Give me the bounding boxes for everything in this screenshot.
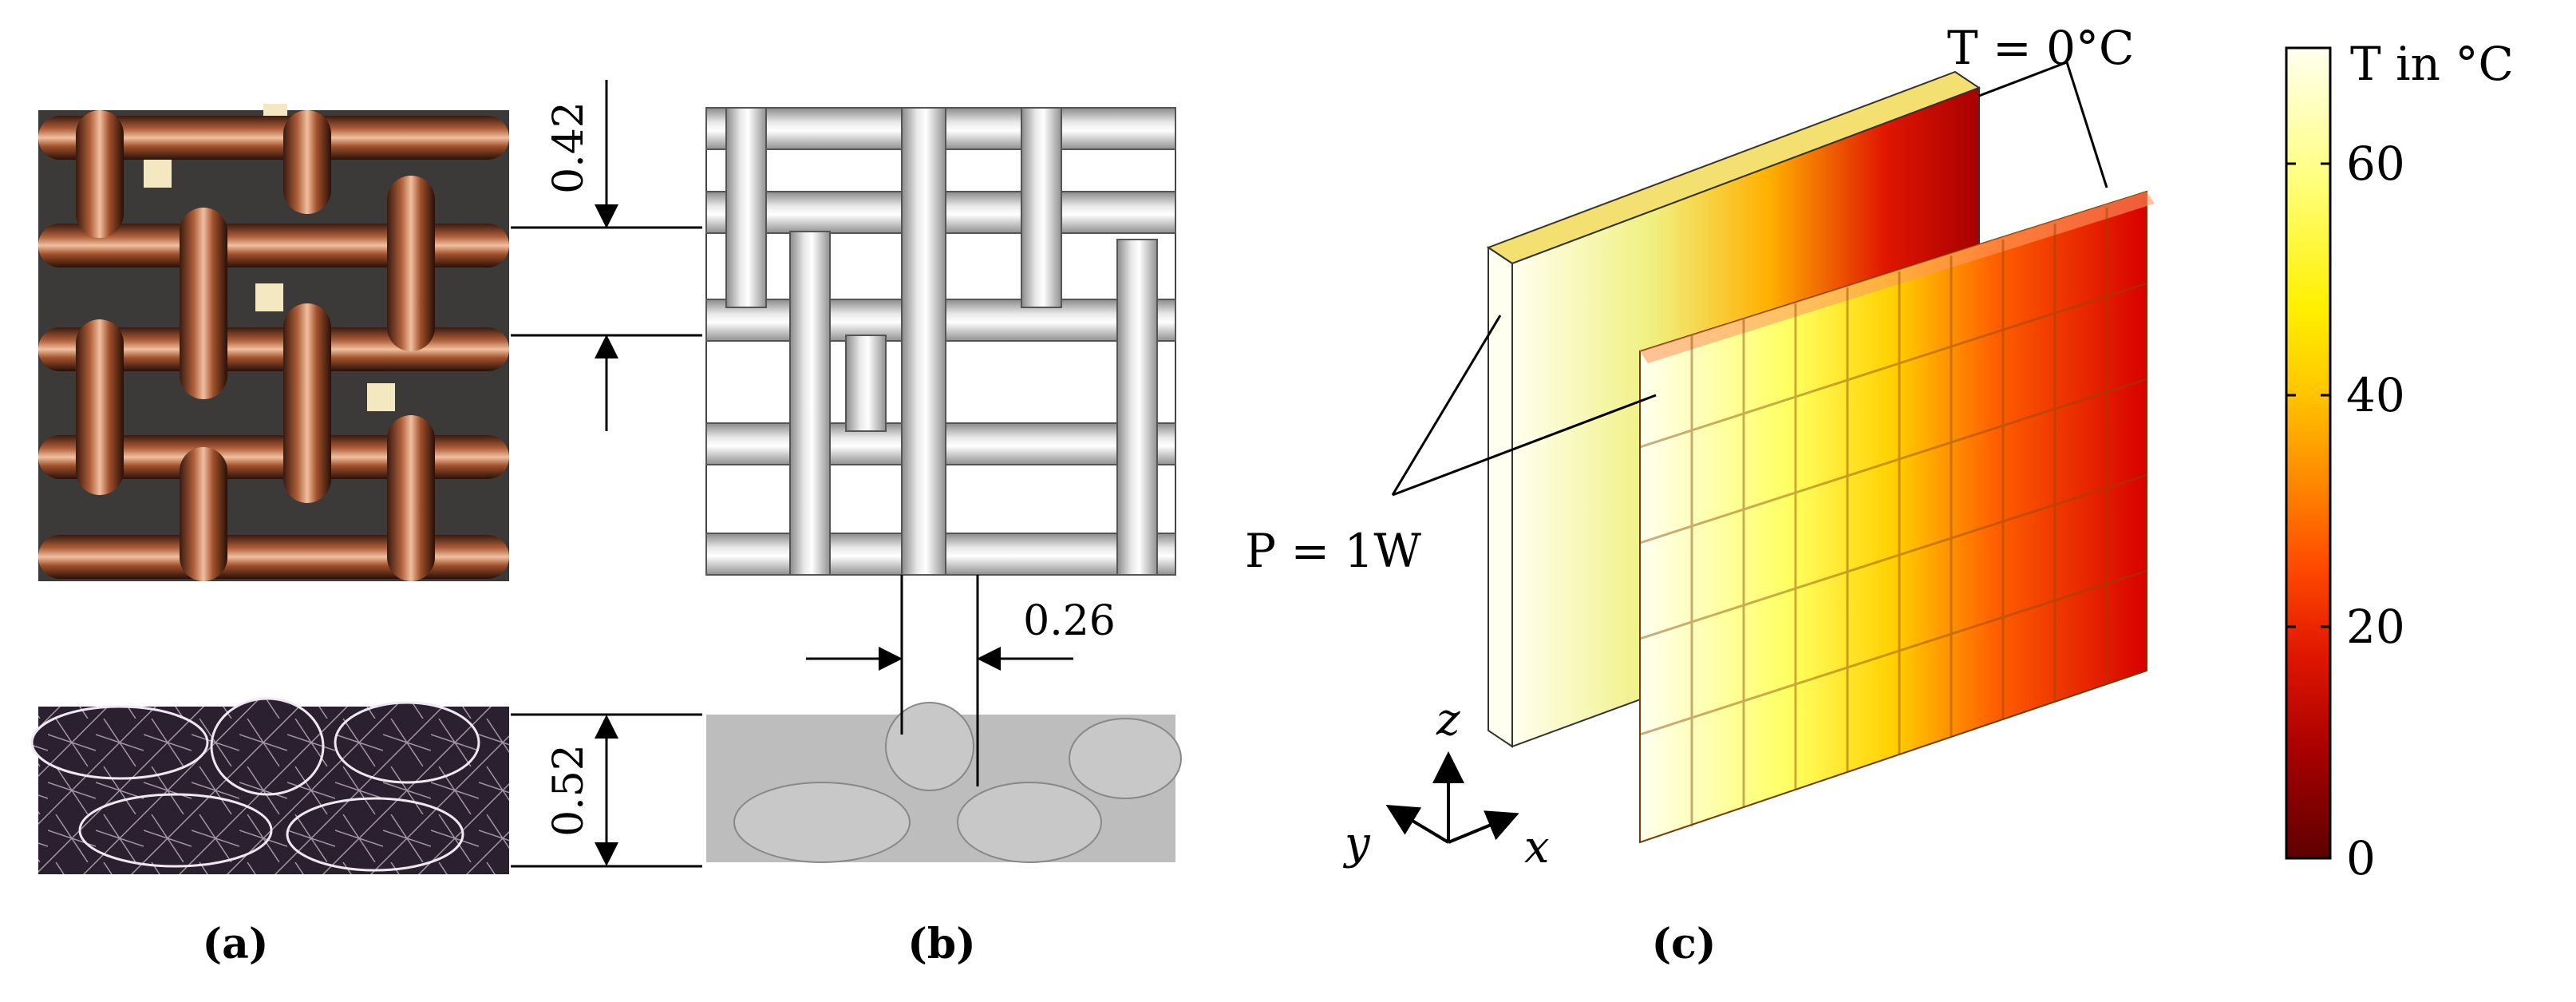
dimension-lines	[511, 80, 1073, 868]
power-label: P = 1W	[1245, 524, 1421, 578]
photo-mesh-top	[38, 104, 509, 581]
dim-thickness-label: 0.52	[545, 744, 593, 837]
annotation-leaders	[1391, 61, 2108, 497]
colorbar-title: T in °C	[2350, 37, 2514, 91]
dim-diameter-label: 0.26	[1023, 597, 1116, 645]
panel-b-label: (b)	[907, 920, 976, 968]
axis-triad	[1385, 751, 1519, 844]
panel-c-label: (c)	[1652, 920, 1717, 968]
model-mesh-top	[705, 107, 1176, 576]
axis-z-label: z	[1436, 694, 1460, 746]
colorbar-tick-label: 20	[2346, 600, 2405, 654]
model-mesh-cross-section	[706, 702, 1182, 863]
photo-mesh-cross-section	[30, 697, 509, 874]
temperature-bc-label: T = 0°C	[1947, 21, 2134, 75]
panel-a-label: (a)	[203, 920, 269, 968]
axis-y-label: y	[1342, 818, 1371, 869]
colorbar-tick-label: 0	[2346, 831, 2376, 885]
mesh-model-3d	[1639, 190, 2155, 844]
colorbar-tick-label: 40	[2346, 368, 2405, 422]
colorbar-tick-label: 60	[2346, 137, 2405, 191]
colorbar: 60 40 20 0	[2285, 46, 2405, 885]
dim-spacing-label: 0.42	[545, 101, 593, 194]
axis-x-label: x	[1524, 822, 1550, 873]
